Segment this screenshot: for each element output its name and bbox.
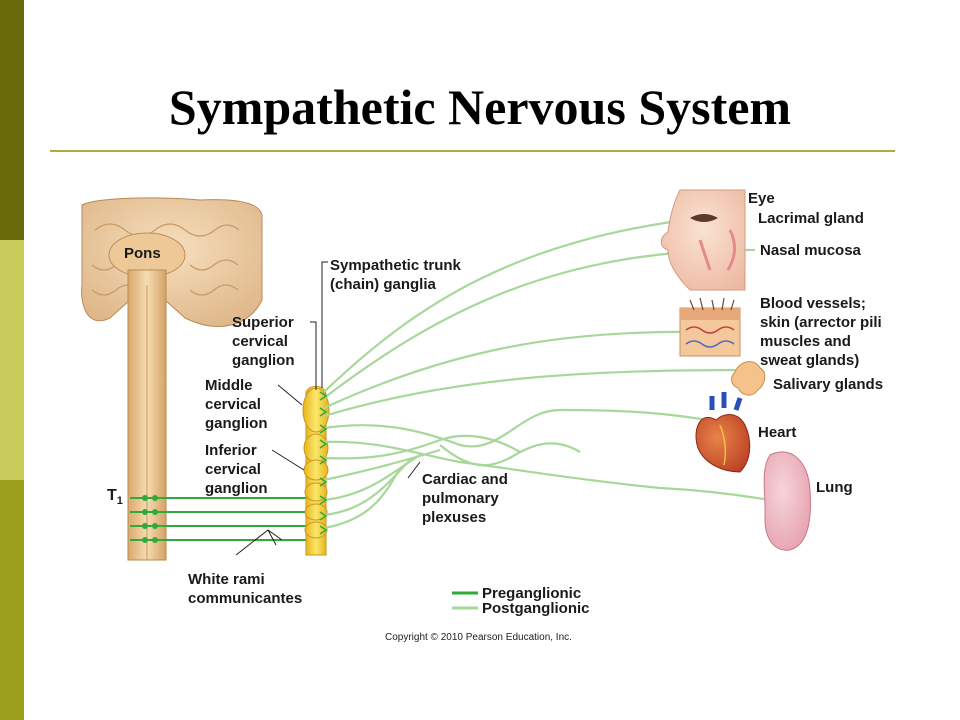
copyright-notice: Copyright © 2010 Pearson Education, Inc. (385, 632, 572, 643)
sidebar-band-dark (0, 0, 24, 240)
label-inferior-cervical: Inferior cervical ganglion (205, 442, 268, 497)
label-blood-vessels: Blood vessels; skin (arrector pili muscl… (760, 295, 882, 369)
brain-illustration (81, 197, 263, 561)
fibre-dots (142, 495, 158, 543)
sidebar-band-mid (0, 480, 24, 720)
label-salivary: Salivary glands (773, 376, 884, 393)
label-t1-letter: T (107, 487, 117, 504)
leader-lines (235, 261, 421, 556)
label-white-rami: White rami communicantes (188, 571, 303, 607)
label-superior-cervical: Superior cervical ganglion (232, 314, 295, 369)
lung-illustration (763, 451, 811, 551)
label-lung: Lung (816, 479, 853, 496)
label-sympathetic-trunk: Sympathetic trunk (chain) ganglia (330, 257, 461, 293)
synapse-ticks (319, 391, 328, 535)
slide-sidebar (0, 0, 24, 720)
label-pons: Pons (124, 245, 161, 262)
label-cardiac-plexuses: Cardiac and pulmonary plexuses (422, 471, 508, 526)
salivary-gland-illustration (731, 361, 766, 396)
label-eye: Eye (748, 190, 775, 207)
label-heart: Heart (758, 424, 797, 441)
label-nasal: Nasal mucosa (760, 242, 861, 259)
heart-illustration (695, 392, 751, 473)
label-lacrimal: Lacrimal gland (758, 210, 864, 227)
skin-illustration (679, 297, 741, 357)
title-rule (50, 150, 895, 152)
postganglionic-fibres (323, 216, 771, 530)
legend-pre-label: Preganglionic (482, 585, 582, 602)
legend-post-label: Postganglionic (482, 600, 590, 617)
sidebar-band-light (0, 240, 24, 480)
face-illustration (660, 189, 746, 291)
label-t1: T1 (107, 486, 123, 511)
slide-title: Sympathetic Nervous System (168, 79, 792, 135)
label-t1-subscript: 1 (116, 495, 123, 508)
label-middle-cervical: Middle cervical ganglion (205, 377, 268, 432)
